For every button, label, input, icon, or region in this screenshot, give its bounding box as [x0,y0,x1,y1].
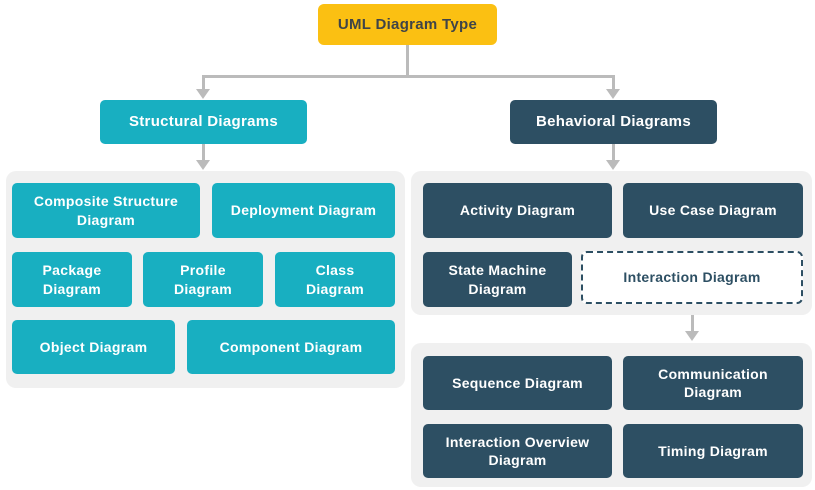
arrowhead-interaction-group [685,331,699,341]
node-sequence-diagram: Sequence Diagram [423,356,612,410]
node-state-machine-diagram: State Machine Diagram [423,252,572,307]
node-interaction-overview-diagram: Interaction Overview Diagram [423,424,612,478]
arrowhead-structural-group [196,160,210,170]
node-composite-structure-diagram: Composite Structure Diagram [12,183,200,238]
arrowhead-structural [196,89,210,99]
node-use-case-diagram: Use Case Diagram [623,183,803,238]
connector-behavioral-group [612,144,615,161]
node-profile-diagram: Profile Diagram [143,252,263,307]
arrowhead-behavioral [606,89,620,99]
node-interaction-diagram: Interaction Diagram [581,251,803,304]
connector-structural-drop [202,75,205,90]
node-structural-diagrams: Structural Diagrams [100,100,307,144]
arrowhead-behavioral-group [606,160,620,170]
node-behavioral-diagrams: Behavioral Diagrams [510,100,717,144]
node-component-diagram: Component Diagram [187,320,395,374]
node-class-diagram: Class Diagram [275,252,395,307]
node-communication-diagram: Communication Diagram [623,356,803,410]
node-deployment-diagram: Deployment Diagram [212,183,395,238]
node-activity-diagram: Activity Diagram [423,183,612,238]
node-package-diagram: Package Diagram [12,252,132,307]
connector-horizontal [202,75,615,78]
connector-structural-group [202,144,205,161]
node-uml-diagram-type: UML Diagram Type [318,4,497,45]
node-object-diagram: Object Diagram [12,320,175,374]
connector-interaction-group [691,303,694,332]
connector-root-vertical [406,45,409,77]
connector-behavioral-drop [612,75,615,90]
node-timing-diagram: Timing Diagram [623,424,803,478]
